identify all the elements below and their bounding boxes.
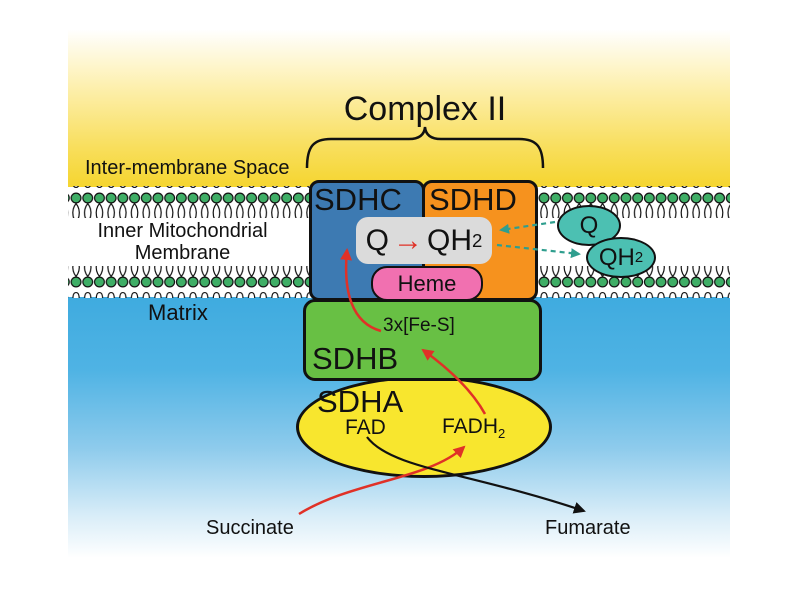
heme-cofactor: Heme bbox=[371, 266, 483, 301]
iron-sulfur-clusters-label: 3x[Fe-S] bbox=[383, 315, 455, 336]
qh2-label: QH bbox=[598, 243, 635, 271]
sdhb-label: SDHB bbox=[312, 341, 399, 376]
heme-label: Heme bbox=[397, 270, 457, 296]
q-label: Q bbox=[579, 211, 599, 239]
succinate-label: Succinate bbox=[206, 517, 294, 539]
fad-label: FAD bbox=[345, 416, 386, 439]
sdhd-label: SDHD bbox=[429, 182, 517, 217]
matrix-label: Matrix bbox=[148, 300, 208, 325]
qh2-product-label: QH bbox=[427, 223, 472, 257]
fadh2-label: FADH2 bbox=[442, 415, 506, 442]
qh2-label-subscript: 2 bbox=[634, 249, 644, 266]
fumarate-label: Fumarate bbox=[545, 517, 631, 539]
reaction-arrow-icon: → bbox=[393, 223, 423, 257]
q-substrate-label: Q bbox=[365, 223, 389, 257]
diagram-title: Complex II bbox=[343, 90, 507, 128]
inner-membrane-label: Inner Mitochondrial Membrane bbox=[97, 220, 268, 264]
qh2-product-subscript: 2 bbox=[472, 229, 483, 251]
sdhc-label: SDHC bbox=[314, 182, 402, 217]
intermembrane-space-label: Inter-membrane Space bbox=[85, 157, 290, 179]
sdha-label: SDHA bbox=[317, 384, 404, 419]
